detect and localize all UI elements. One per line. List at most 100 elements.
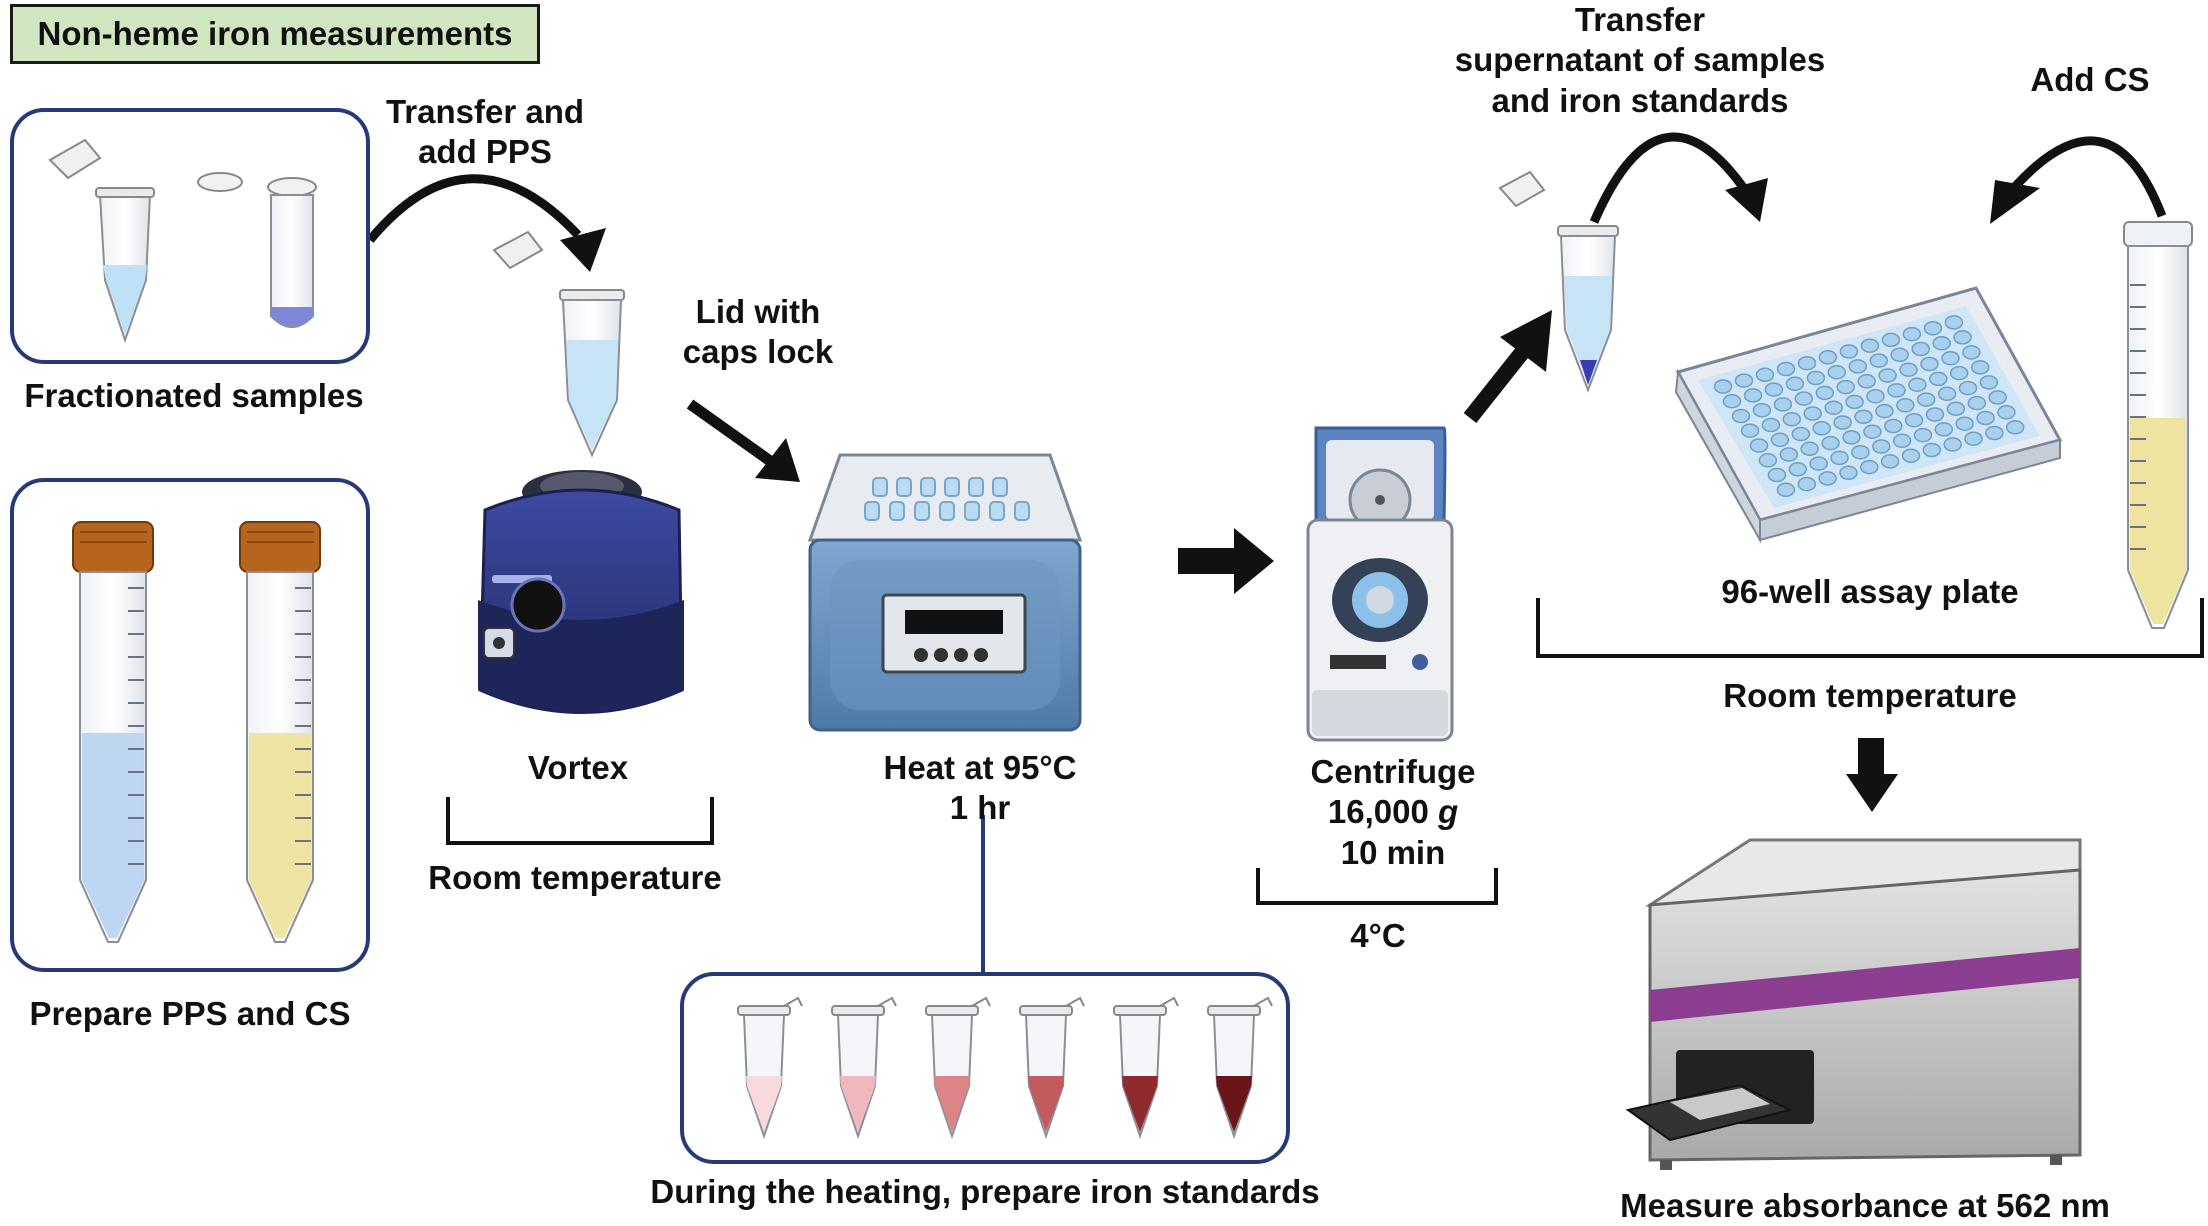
plate-well bbox=[1791, 426, 1811, 442]
transfer-supernatant-label: Transfer supernatant of samples and iron… bbox=[1420, 0, 1860, 121]
supernatant-tube bbox=[1498, 170, 1619, 393]
fractionated-tube-2 bbox=[197, 172, 317, 328]
plate-well bbox=[1755, 367, 1775, 383]
centrifuge-line3: 10 min bbox=[1340, 833, 1446, 871]
cs-tube-right bbox=[2123, 221, 2193, 629]
plate-well bbox=[1788, 462, 1808, 477]
cs-conical-tube bbox=[239, 521, 321, 943]
measure-absorbance-label: Measure absorbance at 562 nm bbox=[1620, 1187, 2110, 1224]
plate-well bbox=[1923, 320, 1943, 336]
plate-well bbox=[1809, 456, 1828, 471]
centrifuge-line1: Centrifuge bbox=[1310, 753, 1476, 790]
plate-well bbox=[1866, 388, 1885, 404]
heat-label: Heat at 95°C 1 hr bbox=[845, 748, 1115, 829]
centrifuge-speed: 16,000 bbox=[1327, 793, 1429, 831]
plate-well bbox=[1731, 408, 1751, 424]
plate-well bbox=[1916, 392, 1936, 407]
plate-well bbox=[1860, 459, 1879, 475]
plate-well bbox=[1979, 375, 1999, 390]
plate-well bbox=[1863, 424, 1882, 439]
plate-well bbox=[1785, 376, 1805, 392]
plate-well bbox=[1988, 390, 2007, 405]
transfer-sup-line1: Transfer bbox=[1574, 1, 1706, 38]
pps-conical-tube bbox=[72, 521, 154, 943]
plate-well bbox=[1830, 450, 1849, 466]
plate-well bbox=[1779, 447, 1799, 462]
plate-well bbox=[1869, 353, 1889, 368]
plate-well bbox=[1902, 326, 1922, 342]
plate-well bbox=[1824, 400, 1843, 415]
plate-well bbox=[1827, 364, 1847, 380]
plate-label: 96-well assay plate bbox=[1721, 573, 2019, 610]
plate-well bbox=[1770, 432, 1790, 448]
plate-well bbox=[1821, 435, 1840, 451]
plate-well bbox=[1758, 453, 1778, 468]
plate-well bbox=[1833, 415, 1852, 430]
transfer-sup-line2: supernatant of samples bbox=[1454, 41, 1826, 79]
plate-well bbox=[1773, 397, 1793, 412]
plate-well bbox=[1962, 345, 1981, 360]
plate-well bbox=[1976, 410, 1995, 426]
plate-well bbox=[1836, 379, 1855, 395]
plate-well bbox=[1860, 338, 1880, 353]
plate-well bbox=[1839, 465, 1858, 481]
heat-block bbox=[807, 453, 1083, 732]
iron-standard-tube bbox=[1207, 996, 1273, 1140]
plate-well bbox=[1818, 350, 1838, 365]
plate-well bbox=[1794, 391, 1814, 406]
plate-well bbox=[1752, 402, 1772, 418]
iron-standard-tube bbox=[925, 996, 991, 1140]
plate-well bbox=[1839, 344, 1859, 359]
plate-well bbox=[1944, 315, 1964, 330]
lid-caps-lock-label: Lid with caps lock bbox=[668, 292, 848, 373]
fractionated-tube-1 bbox=[48, 138, 155, 344]
page-title: Non-heme iron measurements bbox=[10, 4, 540, 64]
plate-well bbox=[1797, 355, 1817, 371]
plate-bracket bbox=[1536, 598, 2204, 658]
centrifuge-temp-label: 4°C bbox=[1350, 917, 1406, 954]
iron-standard-tube bbox=[1019, 996, 1085, 1140]
centrifuge-line2: 16,000 g bbox=[1278, 792, 1508, 832]
plate-well bbox=[1803, 406, 1822, 421]
centrifuge-bracket bbox=[1256, 868, 1498, 905]
curved-arrow-transfer-pps bbox=[366, 174, 582, 243]
plate-well bbox=[1776, 482, 1796, 498]
plate-well bbox=[1875, 403, 1894, 419]
iron-standards-label: During the heating, prepare iron standar… bbox=[650, 1173, 1320, 1210]
plate-well bbox=[1713, 379, 1733, 394]
plate-well bbox=[1997, 405, 2016, 420]
plate-well bbox=[1782, 411, 1802, 427]
plate-well bbox=[1967, 395, 1987, 411]
plate-temp-label: Room temperature bbox=[1723, 677, 2017, 714]
iron-standard-tube bbox=[1113, 996, 1179, 1140]
plate-well bbox=[1964, 431, 1983, 446]
centrifuge bbox=[1306, 426, 1454, 742]
plate-well bbox=[1878, 368, 1897, 383]
lid-line1: Lid with bbox=[695, 293, 821, 330]
plate-well bbox=[1949, 365, 1969, 381]
plate-well bbox=[1740, 423, 1760, 438]
plate-well bbox=[1925, 407, 1945, 422]
plate-well bbox=[1904, 412, 1924, 428]
add-cs-label: Add CS bbox=[2030, 61, 2150, 98]
plate-well bbox=[1922, 442, 1942, 458]
plate-well bbox=[1851, 444, 1870, 460]
plate-well bbox=[1815, 385, 1835, 401]
plate-well bbox=[2005, 420, 2025, 435]
plate-well bbox=[1908, 377, 1927, 392]
arrow-to-supernatant-tube bbox=[1500, 310, 1552, 372]
plate-well bbox=[1872, 439, 1891, 454]
plate-well bbox=[1764, 382, 1784, 397]
plate-well bbox=[1845, 394, 1864, 410]
plate-well bbox=[1797, 476, 1817, 492]
arrow-to-heater bbox=[755, 438, 800, 482]
vortex-temp-label: Room temperature bbox=[428, 859, 722, 896]
plate-well bbox=[1818, 471, 1837, 486]
plate-well bbox=[1970, 360, 1990, 375]
lid-line2: caps lock bbox=[682, 333, 834, 371]
plate-well bbox=[1884, 418, 1903, 434]
plate-well bbox=[1857, 374, 1876, 389]
vortex-bracket bbox=[446, 797, 714, 845]
plate-well bbox=[1749, 438, 1769, 453]
iron-standard-tube bbox=[831, 996, 897, 1140]
